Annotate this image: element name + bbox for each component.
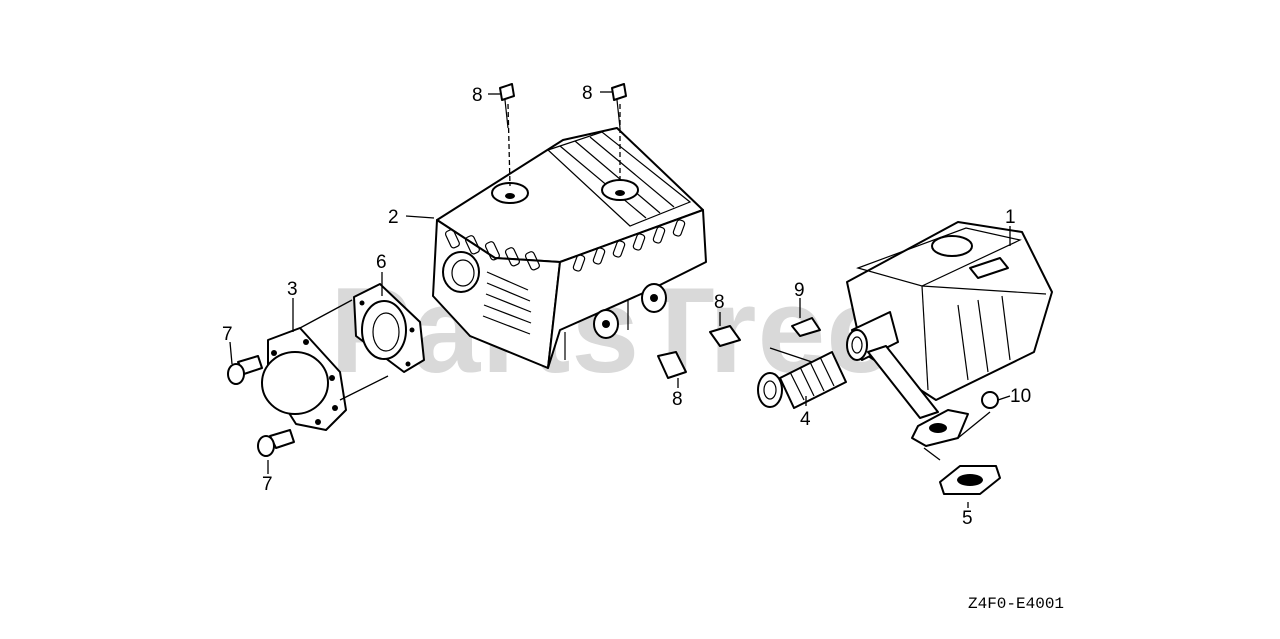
nut-10[interactable] — [981, 391, 999, 409]
part-4-spark-arrester[interactable] — [757, 351, 847, 409]
callout-5[interactable]: 5 — [962, 508, 973, 529]
callout-8-top-right[interactable]: 8 — [582, 83, 593, 104]
callout-2[interactable]: 2 — [388, 207, 399, 228]
callout-10[interactable]: 10 — [1010, 386, 1031, 407]
bolt-7-lower[interactable] — [257, 429, 295, 457]
callout-1[interactable]: 1 — [1005, 207, 1016, 228]
part-2-muffler-protector[interactable] — [432, 127, 707, 369]
callout-3[interactable]: 3 — [287, 279, 298, 300]
bolt-9[interactable] — [791, 317, 821, 337]
diagram-code: Z4F0-E4001 — [968, 595, 1064, 613]
assembly-lines — [299, 103, 991, 461]
callout-8-bottom[interactable]: 8 — [672, 389, 683, 410]
callout-8-top-left[interactable]: 8 — [472, 85, 483, 106]
part-3-cap[interactable] — [261, 327, 347, 431]
bolt-8-top-right[interactable] — [611, 83, 627, 129]
callout-8-side[interactable]: 8 — [714, 292, 725, 313]
callout-9[interactable]: 9 — [794, 280, 805, 301]
callout-7-upper[interactable]: 7 — [222, 324, 233, 345]
bolt-8-side[interactable] — [709, 325, 741, 347]
part-6-gasket[interactable] — [353, 283, 425, 373]
bolt-7-upper[interactable] — [227, 355, 263, 385]
callout-4[interactable]: 4 — [800, 409, 811, 430]
part-1-muffler[interactable] — [846, 221, 1053, 447]
part-5-gasket[interactable] — [939, 465, 1001, 495]
callout-6[interactable]: 6 — [376, 252, 387, 273]
callout-leaders — [229, 91, 1011, 508]
callout-7-lower[interactable]: 7 — [262, 474, 273, 495]
bolt-8-bottom[interactable] — [657, 351, 687, 379]
bolt-8-top-left[interactable] — [499, 83, 515, 129]
